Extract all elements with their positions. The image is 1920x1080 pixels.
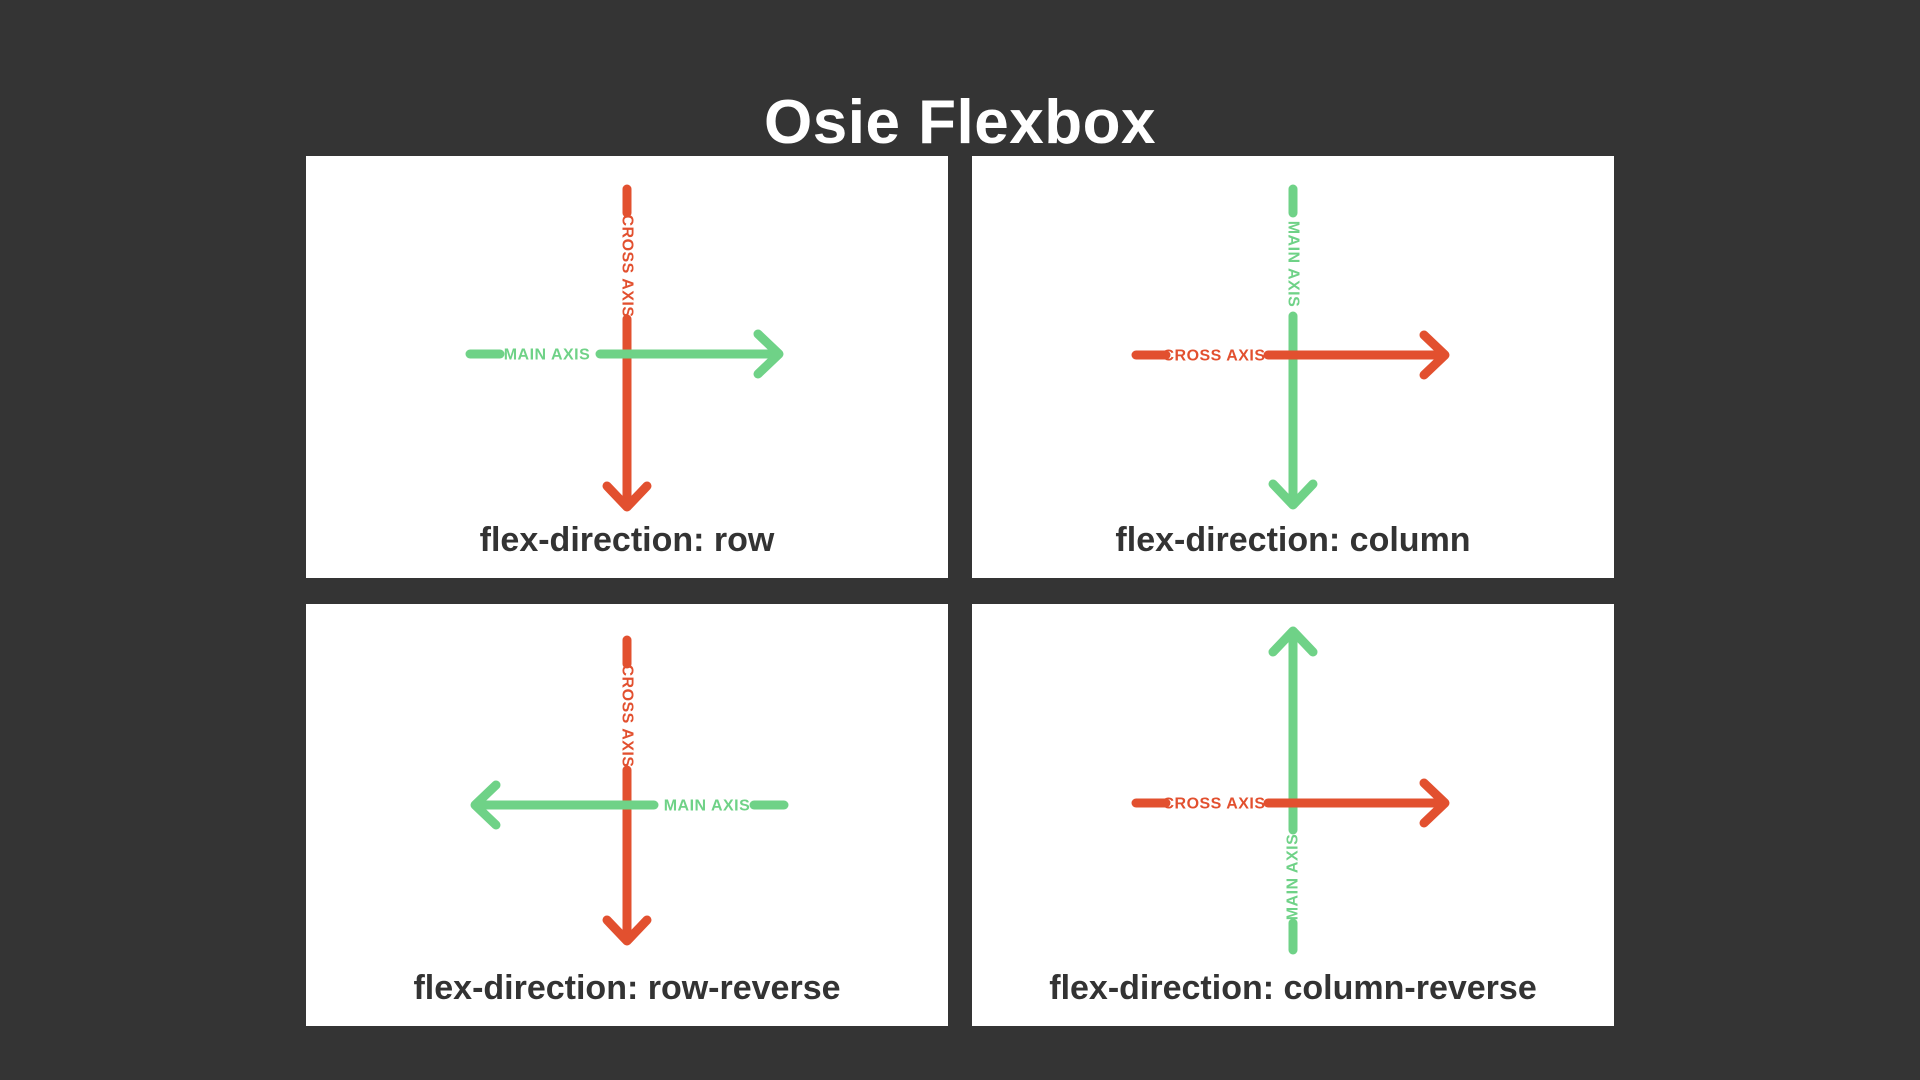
- main-axis-label: MAIN AXIS: [1285, 834, 1302, 921]
- cross-axis-label: CROSS AXIS: [1162, 348, 1265, 365]
- main-axis-label: MAIN AXIS: [664, 798, 751, 815]
- panel-flex-direction-row: CROSS AXIS MAIN AXIS flex-direction: row: [306, 156, 948, 578]
- main-axis-label: MAIN AXIS: [504, 347, 591, 364]
- panel-flex-direction-column: MAIN AXIS CROSS AXIS flex-direction: col…: [972, 156, 1614, 578]
- cross-axis-label: CROSS AXIS: [619, 664, 636, 767]
- cross-axis-arrowhead-right-icon: [1419, 778, 1450, 828]
- cross-axis-arrowhead-down-icon: [602, 481, 652, 512]
- main-axis-arrowhead-up-icon: [1268, 626, 1318, 657]
- main-axis-arrow-up: MAIN AXIS: [1268, 626, 1318, 955]
- panel-flex-direction-column-reverse: MAIN AXIS CROSS AXIS flex-direction: col…: [972, 604, 1614, 1026]
- page-title: Osie Flexbox: [764, 87, 1156, 157]
- panel-caption: flex-direction: column: [1115, 521, 1471, 559]
- main-axis-label: MAIN AXIS: [1285, 221, 1302, 308]
- cross-axis-arrow-down: CROSS AXIS: [602, 635, 652, 946]
- cross-axis-arrow-right: CROSS AXIS: [1131, 330, 1450, 380]
- axis-diagram-row: CROSS AXIS MAIN AXIS: [465, 184, 784, 512]
- cross-axis-arrow-right: CROSS AXIS: [1131, 778, 1450, 828]
- main-axis-arrowhead-down-icon: [1268, 479, 1318, 510]
- main-axis-arrowhead-right-icon: [753, 329, 784, 379]
- panel-caption: flex-direction: row: [479, 521, 775, 559]
- cross-axis-label: CROSS AXIS: [1162, 796, 1265, 813]
- main-axis-arrow-down: MAIN AXIS: [1268, 184, 1318, 510]
- cross-axis-arrowhead-down-icon: [602, 915, 652, 946]
- axis-diagram-column: MAIN AXIS CROSS AXIS: [1131, 184, 1450, 510]
- cross-axis-label: CROSS AXIS: [619, 214, 636, 317]
- axis-diagram-column-reverse: MAIN AXIS CROSS AXIS: [1131, 626, 1450, 955]
- cross-axis-arrowhead-right-icon: [1419, 330, 1450, 380]
- axis-diagram-row-reverse: CROSS AXIS MAIN AXIS: [470, 635, 789, 946]
- panel-caption: flex-direction: row-reverse: [413, 969, 841, 1007]
- main-axis-arrowhead-left-icon: [470, 780, 501, 830]
- main-axis-arrow-right: MAIN AXIS: [465, 329, 784, 379]
- cross-axis-arrow-down: CROSS AXIS: [602, 184, 652, 512]
- panel-flex-direction-row-reverse: CROSS AXIS MAIN AXIS flex-direction: row…: [306, 604, 948, 1026]
- panel-caption: flex-direction: column-reverse: [1049, 969, 1537, 1007]
- main-axis-arrow-left: MAIN AXIS: [470, 780, 789, 830]
